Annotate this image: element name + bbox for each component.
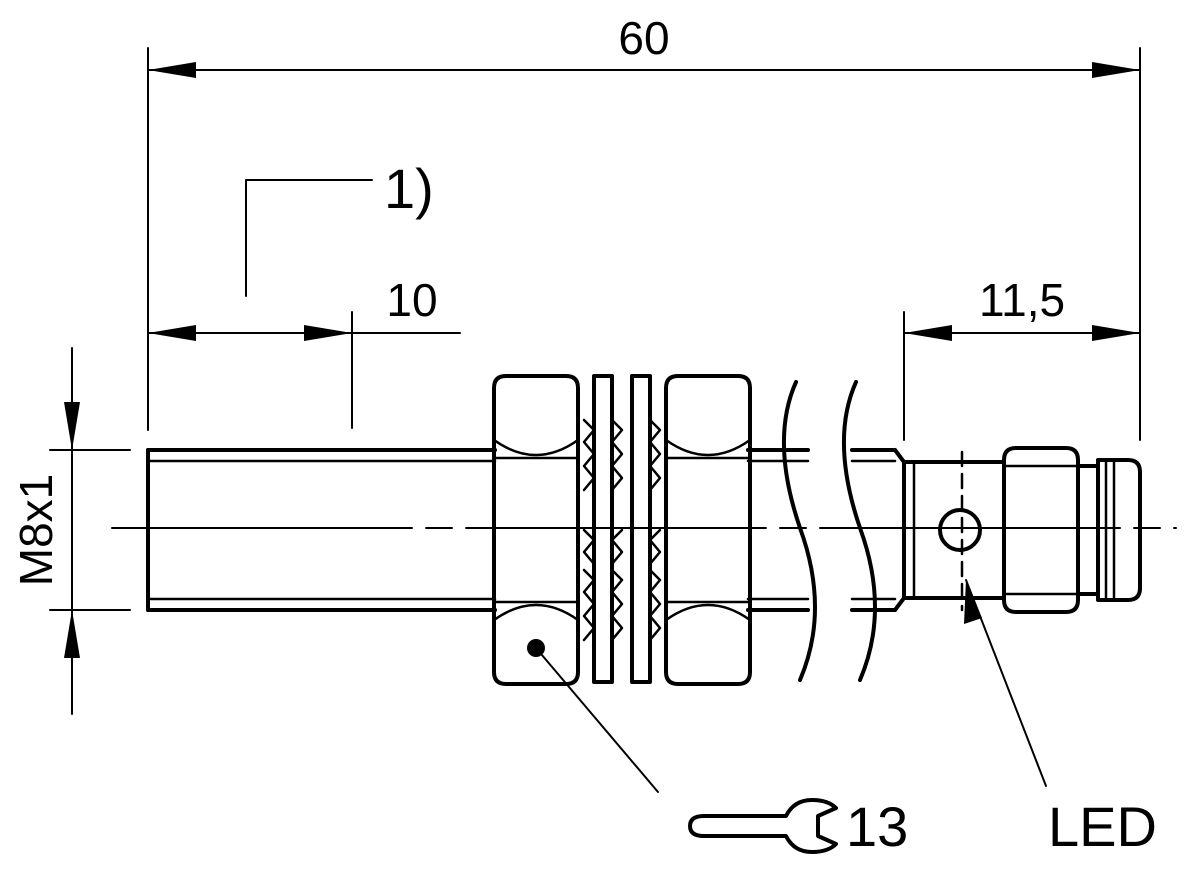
wrench-icon (688, 798, 838, 854)
break-lines (781, 380, 877, 682)
hex-nut-left (492, 374, 580, 686)
hex-nut-right (664, 374, 752, 686)
note-callout: 1) (245, 157, 434, 297)
dimension-thread-size: M8x1 (10, 347, 131, 715)
wrench-size-label: 13 (846, 795, 908, 858)
washers (582, 374, 662, 684)
overall-length-label: 60 (618, 12, 669, 64)
dimension-overall-length: 60 (147, 12, 1141, 441)
led-indicator: LED (938, 508, 1157, 858)
sensor-body (146, 448, 897, 612)
led-circle (938, 508, 982, 552)
arrow-left (148, 62, 196, 78)
thread-size-label: M8x1 (10, 474, 62, 586)
note-label: 1) (384, 157, 434, 220)
arrow-right (1092, 62, 1140, 78)
led-label: LED (1048, 795, 1157, 858)
connector-length-label: 11,5 (979, 274, 1065, 326)
connector-housing (893, 446, 1142, 614)
front-thread-label: 10 (386, 274, 437, 326)
wrench-callout: 13 (527, 639, 908, 858)
dimension-front-thread: 10 (147, 274, 461, 429)
dimension-connector: 11,5 (903, 274, 1141, 441)
